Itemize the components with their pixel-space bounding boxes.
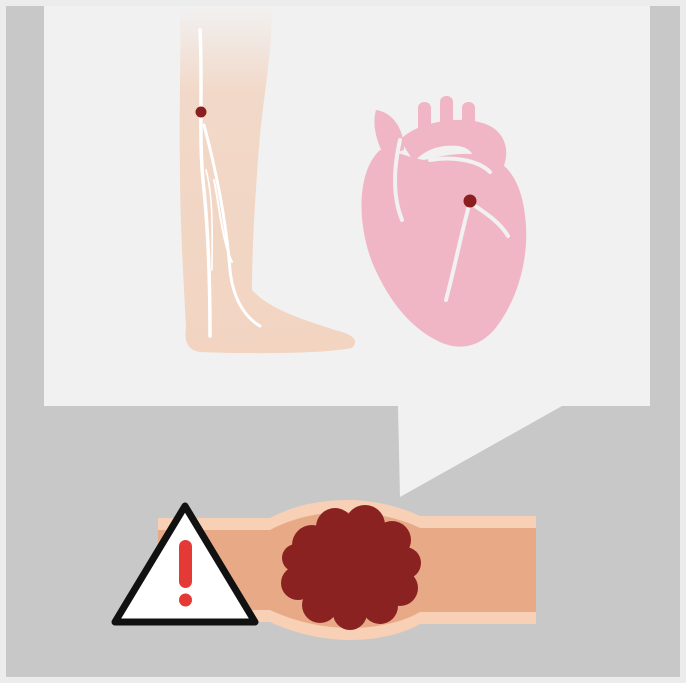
leg-clot-marker	[196, 107, 207, 118]
heart-clot-marker	[464, 195, 477, 208]
exclamation-bar	[179, 540, 192, 588]
exclamation-dot	[179, 594, 192, 607]
